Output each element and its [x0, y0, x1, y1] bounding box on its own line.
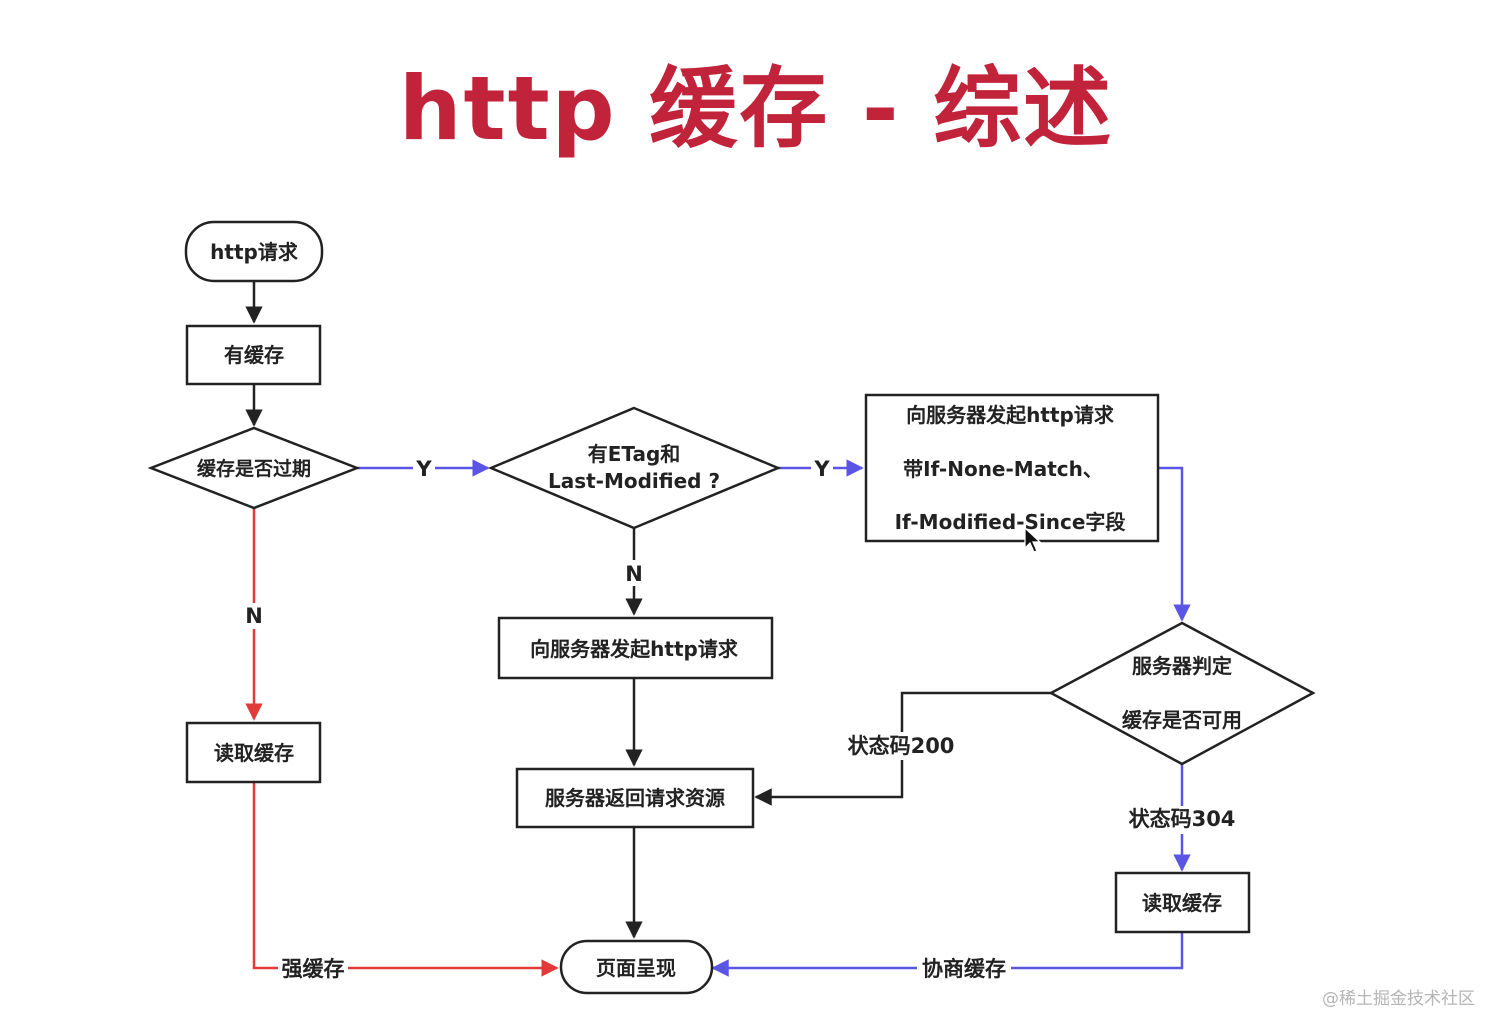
node-expired-diamond: [147, 426, 361, 510]
node-read-cache-left-box: [185, 721, 322, 784]
node-has-cache-label: 有缓存: [224, 343, 284, 367]
node-read-cache-left-label: 读取缓存: [214, 741, 294, 765]
node-start-label: http请求: [210, 240, 299, 264]
node-read-cache-right-box: [1114, 871, 1251, 934]
node-etag-diamond: [487, 406, 782, 530]
edge-strong-cache: [252, 782, 559, 977]
node-request-box: [497, 616, 774, 680]
node-render-box: [559, 939, 714, 995]
node-conditional-label-2: 带If-None-Match、: [903, 457, 1103, 481]
node-judge-label-2: 缓存是否可用: [1122, 708, 1242, 732]
node-conditional-box: [864, 393, 1160, 543]
edge-label-status-304: 状态码304: [1129, 807, 1236, 831]
node-conditional-label-3: If-Modified-Since字段: [895, 510, 1126, 534]
page-title: http 缓存 - 综述: [398, 57, 1114, 160]
node-start-box: [184, 220, 324, 283]
node-server-return-label: 服务器返回请求资源: [545, 786, 725, 810]
node-etag-label-1: 有ETag和: [588, 442, 681, 466]
node-request-label: 向服务器发起http请求: [530, 637, 739, 661]
node-judge-diamond: [1048, 621, 1316, 766]
node-server-return-box: [515, 767, 755, 829]
node-expired-label: 缓存是否过期: [197, 457, 311, 480]
node-etag-label-2: Last-Modified ?: [548, 469, 720, 493]
node-render-label: 页面呈现: [596, 956, 676, 980]
edge-label-yes-1: Y: [415, 457, 432, 481]
node-has-cache-box: [185, 324, 322, 386]
watermark: @稀土掘金技术社区: [1322, 989, 1475, 1009]
mouse-cursor-icon: [1024, 526, 1042, 553]
edge-negotiate-cache: [711, 932, 1184, 977]
node-conditional-label-1: 向服务器发起http请求: [906, 403, 1115, 427]
edge-label-strong-cache: 强缓存: [282, 957, 345, 981]
edge-label-no-etag: N: [625, 562, 643, 586]
node-judge-label-1: 服务器判定: [1132, 654, 1232, 678]
edge-label-yes-2: Y: [813, 457, 830, 481]
edge-label-status-200: 状态码200: [848, 734, 955, 758]
edge-label-no-expired: N: [245, 604, 263, 628]
edge-conditional-to-judge: [1158, 466, 1191, 622]
node-read-cache-right-label: 读取缓存: [1142, 891, 1222, 915]
edge-label-negotiate-cache: 协商缓存: [922, 957, 1006, 981]
